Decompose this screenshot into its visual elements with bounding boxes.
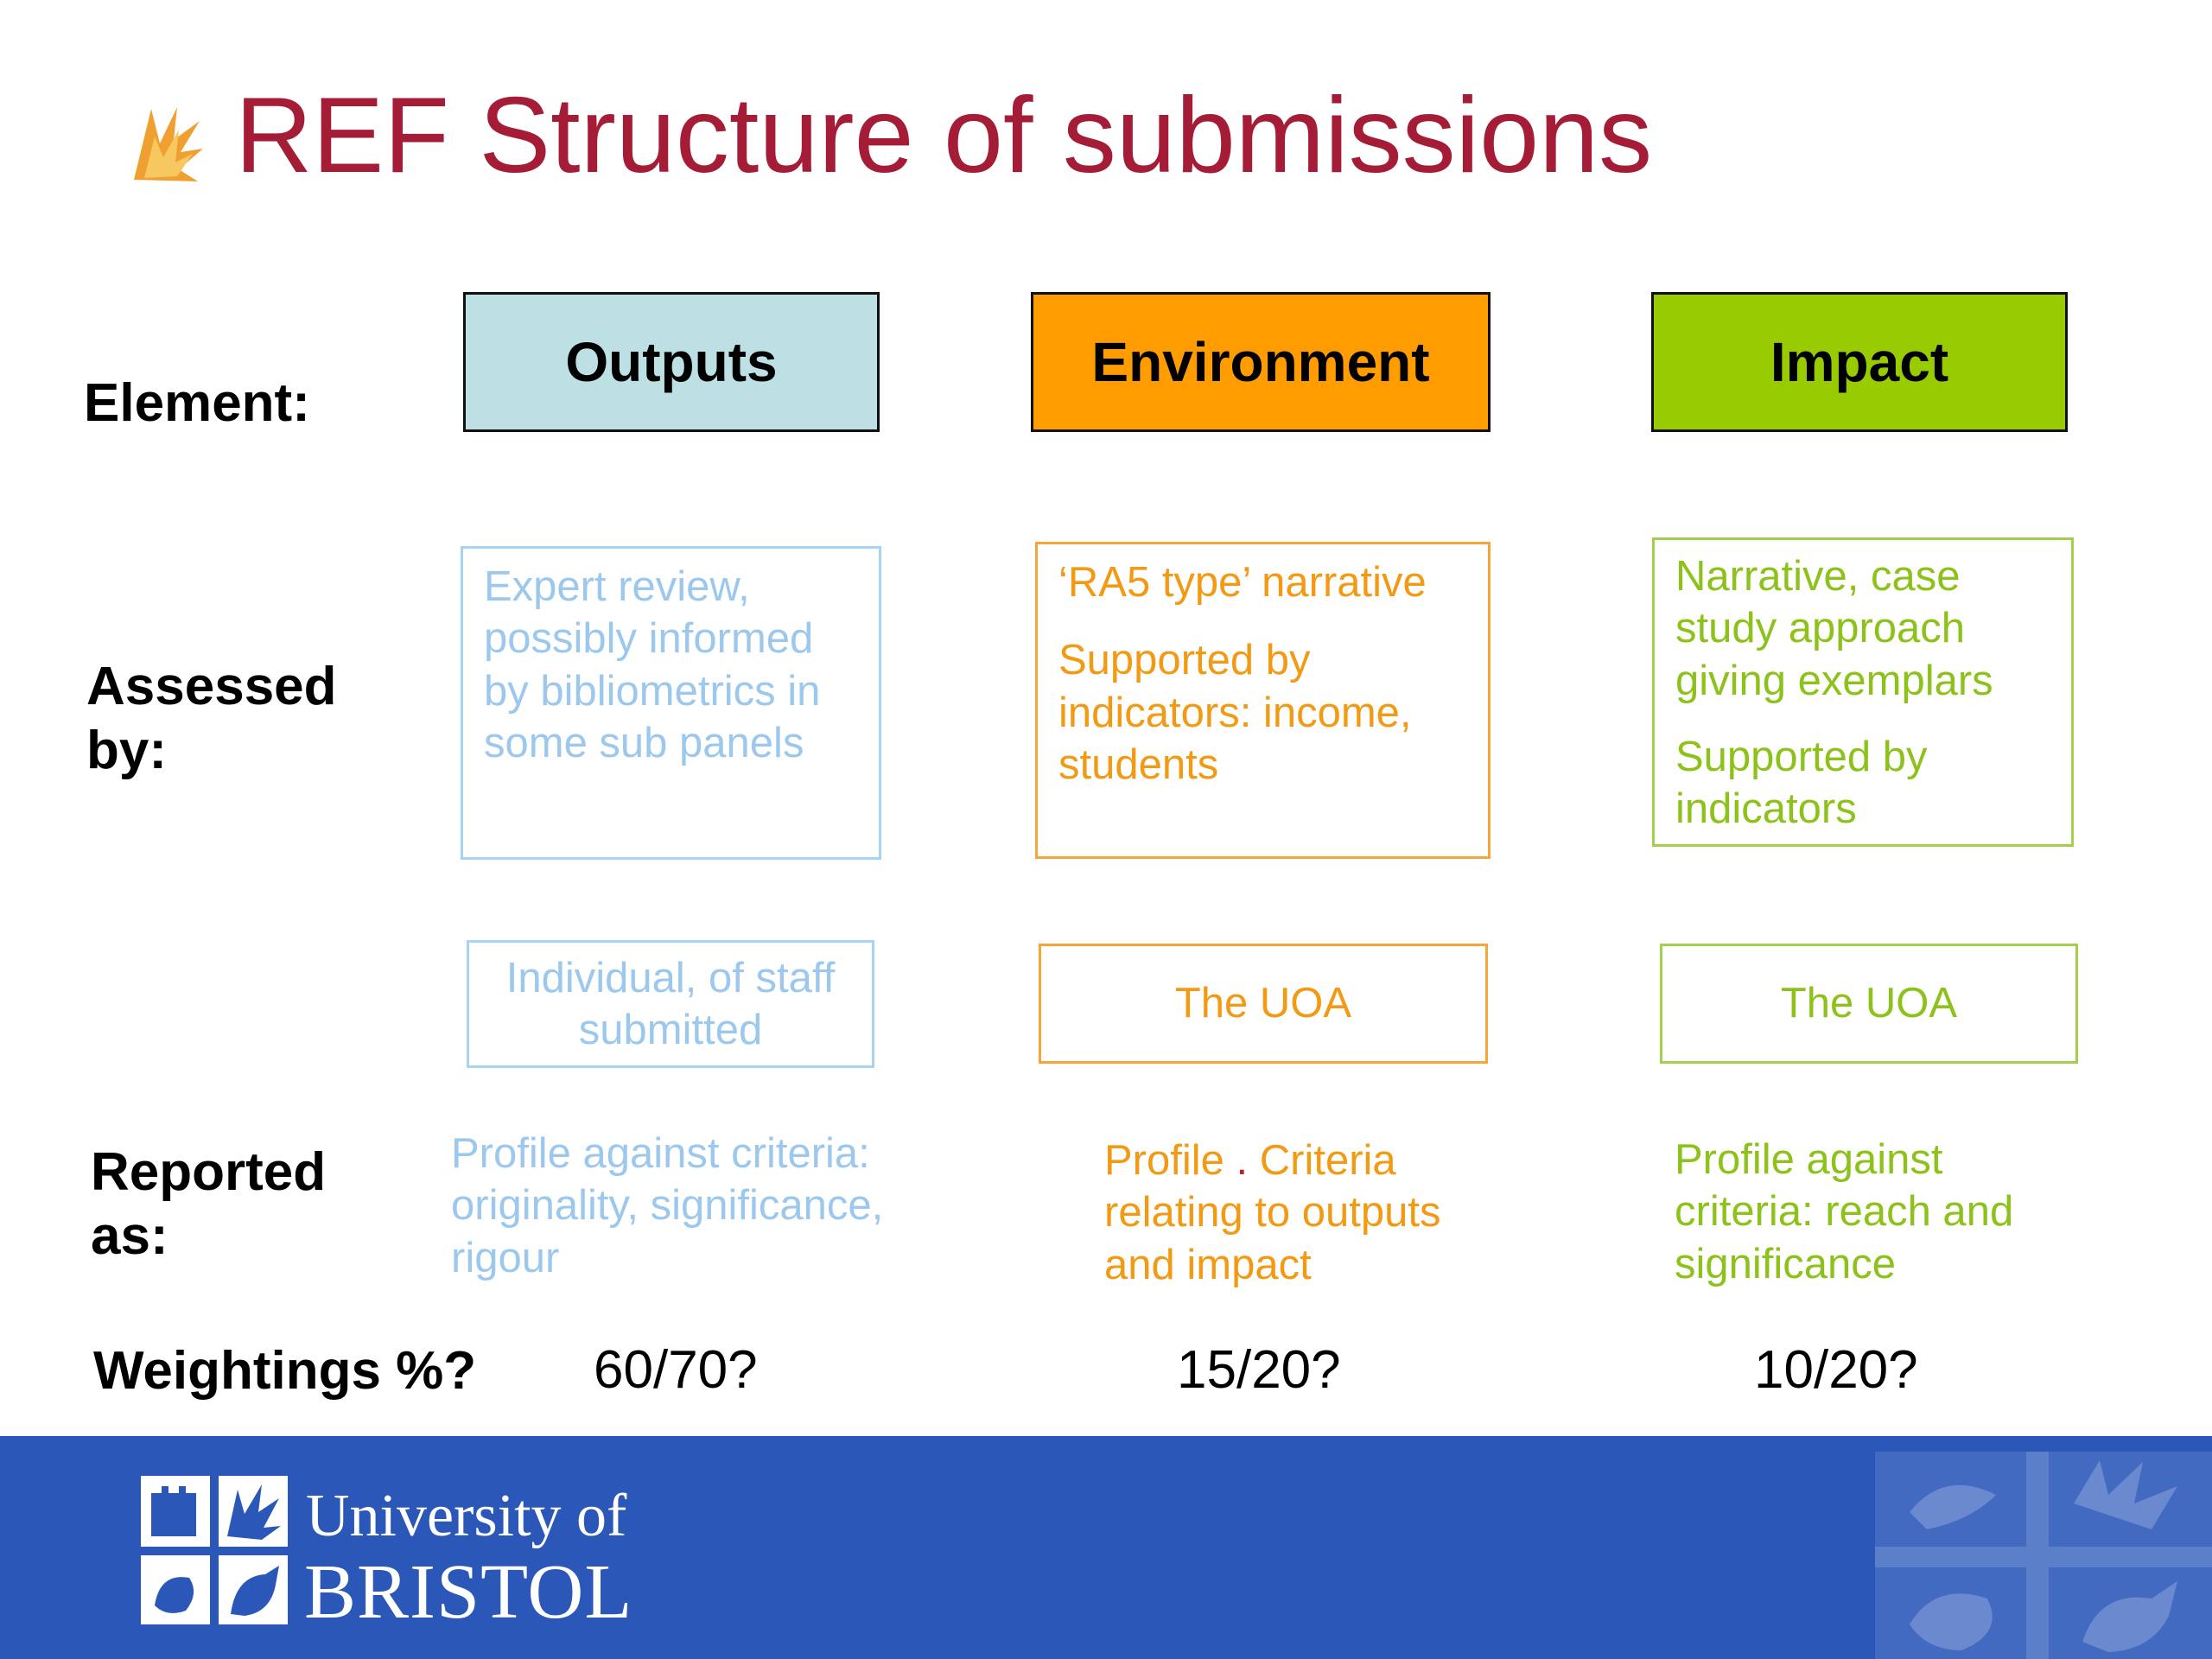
outputs-unit-line: Individual, of staff bbox=[505, 954, 836, 1001]
logo-line2: BRISTOL bbox=[304, 1549, 633, 1635]
outputs-reported-text: Profile against criteria: originality, s… bbox=[451, 1128, 883, 1284]
impact-reported-line: criteria: reach and bbox=[1675, 1188, 2014, 1236]
impact-element-box: Impact bbox=[1651, 292, 2068, 432]
environment-element-label: Environment bbox=[1091, 331, 1430, 393]
impact-assessed-line: indicators bbox=[1675, 785, 1857, 833]
element-label: Element: bbox=[84, 373, 310, 433]
impact-assessed-line: Supported by bbox=[1675, 733, 1928, 780]
outputs-assessed-line: by bibliometrics in bbox=[484, 667, 821, 715]
impact-reported-line: Profile against bbox=[1675, 1136, 1943, 1183]
impact-unit-text: The UOA bbox=[1780, 980, 1958, 1027]
environment-element-box: Environment bbox=[1031, 292, 1491, 432]
weightings-label: Weightings %? bbox=[93, 1341, 477, 1401]
bristol-flame-icon bbox=[134, 107, 203, 181]
environment-unit-box: The UOA bbox=[1039, 944, 1488, 1064]
impact-assessed-box: Narrative, case study approach giving ex… bbox=[1652, 537, 2074, 847]
environment-reported-criteria: Criteria bbox=[1259, 1137, 1396, 1184]
reported-label: Reported as: bbox=[91, 1141, 326, 1269]
outputs-element-box: Outputs bbox=[463, 292, 880, 432]
reported-label-line2: as: bbox=[91, 1206, 168, 1267]
environment-reported-dot: . bbox=[1236, 1137, 1249, 1184]
reported-label-line1: Reported bbox=[91, 1142, 327, 1202]
impact-assessed-narrative: Narrative, case study approach giving ex… bbox=[1675, 550, 2050, 707]
environment-reported-line: relating to outputs bbox=[1104, 1189, 1441, 1236]
outputs-assessed-line: possibly informed bbox=[484, 615, 814, 663]
outputs-reported-line: originality, significance, bbox=[451, 1182, 884, 1230]
assessed-label-line1: Assessed bbox=[86, 657, 337, 716]
outputs-reported-line: rigour bbox=[451, 1234, 560, 1281]
impact-reported-line: significance bbox=[1675, 1240, 1897, 1287]
impact-assessed-line: Narrative, case bbox=[1675, 553, 1961, 600]
impact-assessed-indicators: Supported by indicators bbox=[1675, 731, 2050, 836]
outputs-reported-line: Profile against criteria: bbox=[451, 1130, 870, 1177]
environment-assessed-box: ‘RA5 type’ narrative Supported by indica… bbox=[1035, 542, 1491, 859]
outputs-assessed-box: Expert review, possibly informed by bibl… bbox=[461, 546, 881, 860]
environment-assessed-line: Supported by bbox=[1058, 637, 1311, 684]
environment-weighting: 15/20? bbox=[1177, 1340, 1341, 1400]
outputs-element-label: Outputs bbox=[565, 331, 778, 393]
impact-assessed-line: giving exemplars bbox=[1675, 657, 1993, 704]
environment-reported-profile: Profile bbox=[1104, 1137, 1224, 1184]
outputs-unit-box: Individual, of staff submitted bbox=[467, 940, 874, 1068]
environment-assessed-indicators: Supported by indicators: income, student… bbox=[1058, 634, 1467, 791]
outputs-assessed-line: Expert review, bbox=[484, 563, 750, 610]
environment-reported-line: Profile . Criteria bbox=[1104, 1135, 1441, 1186]
impact-reported-text: Profile against criteria: reach and sign… bbox=[1675, 1134, 2013, 1290]
outputs-unit-text: Individual, of staff submitted bbox=[506, 952, 835, 1057]
environment-assessed-line: indicators: income, bbox=[1058, 689, 1412, 736]
impact-unit-box: The UOA bbox=[1660, 944, 2078, 1064]
environment-reported-line: and impact bbox=[1104, 1241, 1312, 1288]
impact-weighting: 10/20? bbox=[1754, 1340, 1918, 1400]
outputs-assessed-line: some sub panels bbox=[484, 719, 804, 766]
crest-watermark-icon bbox=[1875, 1452, 2212, 1659]
environment-assessed-line: students bbox=[1058, 741, 1219, 788]
environment-unit-text: The UOA bbox=[1174, 980, 1352, 1027]
outputs-unit-line: submitted bbox=[578, 1007, 763, 1053]
impact-element-label: Impact bbox=[1770, 331, 1949, 393]
page-title: REF Structure of submissions bbox=[235, 76, 1653, 195]
environment-reported-text: Profile . Criteria relating to outputs a… bbox=[1104, 1135, 1441, 1291]
environment-assessed-narrative: ‘RA5 type’ narrative bbox=[1058, 559, 1427, 606]
outputs-weighting: 60/70? bbox=[594, 1340, 758, 1400]
university-crest-icon bbox=[141, 1476, 288, 1624]
impact-assessed-line: study approach bbox=[1675, 605, 1966, 652]
logo-line1: University of bbox=[306, 1483, 627, 1549]
assessed-label: Assessed by: bbox=[86, 655, 337, 784]
footer-bar: University of BRISTOL bbox=[0, 1436, 2212, 1659]
assessed-label-line2: by: bbox=[86, 721, 167, 781]
